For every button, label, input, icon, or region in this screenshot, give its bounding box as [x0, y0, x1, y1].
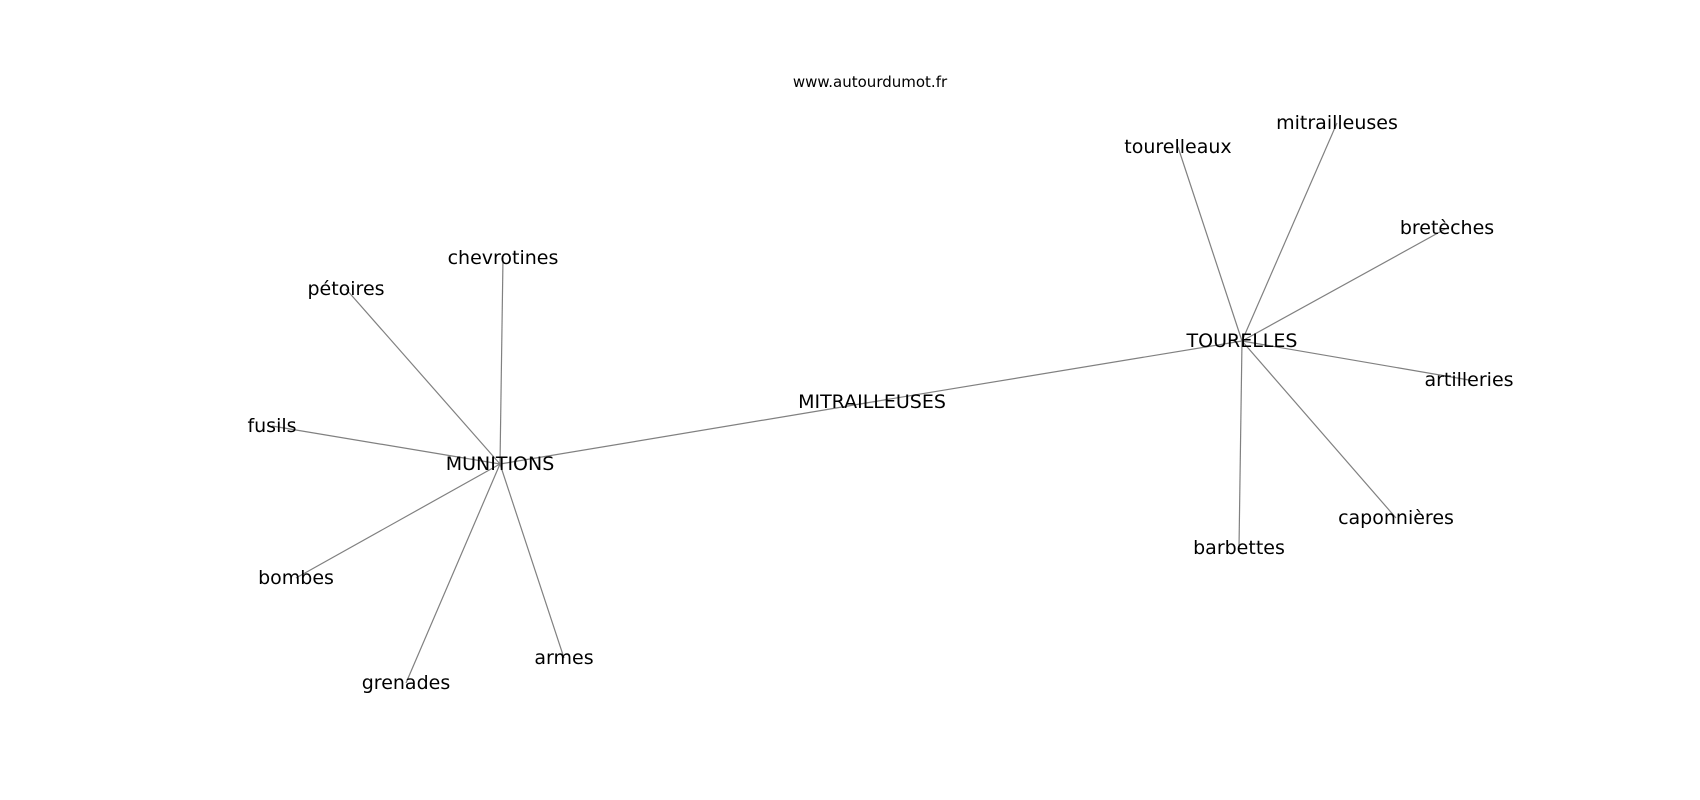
node-mitrailleuses: mitrailleuses [1276, 112, 1398, 134]
edge-mitrailleuses-tourelles [871, 340, 1243, 403]
node-artilleries: artilleries [1424, 369, 1513, 391]
edge-munitions-mitrailleuses [499, 401, 873, 465]
edge-munitions-chevrotines [499, 257, 504, 465]
node-bombes: bombes [258, 567, 334, 589]
edge-munitions-fusils [271, 425, 501, 465]
node-labels: MITRAILLEUSES MUNITIONS TOURELLES chevrotin… [247, 112, 1513, 694]
node-caponnieres: caponnières [1338, 507, 1454, 529]
edge-tourelles-breteches [1241, 227, 1448, 342]
edge-munitions-bombes [295, 463, 501, 579]
edge-munitions-armes [499, 463, 565, 659]
node-petoires: pétoires [307, 278, 384, 300]
edge-tourelles-mitrailleuses [1241, 122, 1338, 342]
watermark: www.autourdumot.fr [792, 73, 948, 91]
node-tourelles: TOURELLES [1186, 330, 1298, 352]
node-grenades: grenades [362, 672, 450, 694]
node-barbettes: barbettes [1193, 537, 1285, 559]
node-chevrotines: chevrotines [448, 247, 559, 269]
node-breteches: bretèches [1400, 217, 1494, 239]
edge-tourelles-caponnieres [1241, 340, 1397, 519]
edge-tourelles-artilleries [1241, 340, 1470, 381]
node-mitrailleuses: MITRAILLEUSES [798, 391, 946, 413]
edge-tourelles-tourelleaux [1177, 146, 1243, 342]
node-fusils: fusils [247, 415, 296, 437]
edges [271, 122, 1470, 684]
node-armes: armes [534, 647, 593, 669]
node-tourelleaux: tourelleaux [1124, 136, 1231, 158]
edge-munitions-grenades [405, 463, 501, 684]
edge-tourelles-barbettes [1238, 340, 1243, 549]
node-munitions: MUNITIONS [446, 453, 555, 475]
edge-munitions-petoires [345, 288, 501, 465]
